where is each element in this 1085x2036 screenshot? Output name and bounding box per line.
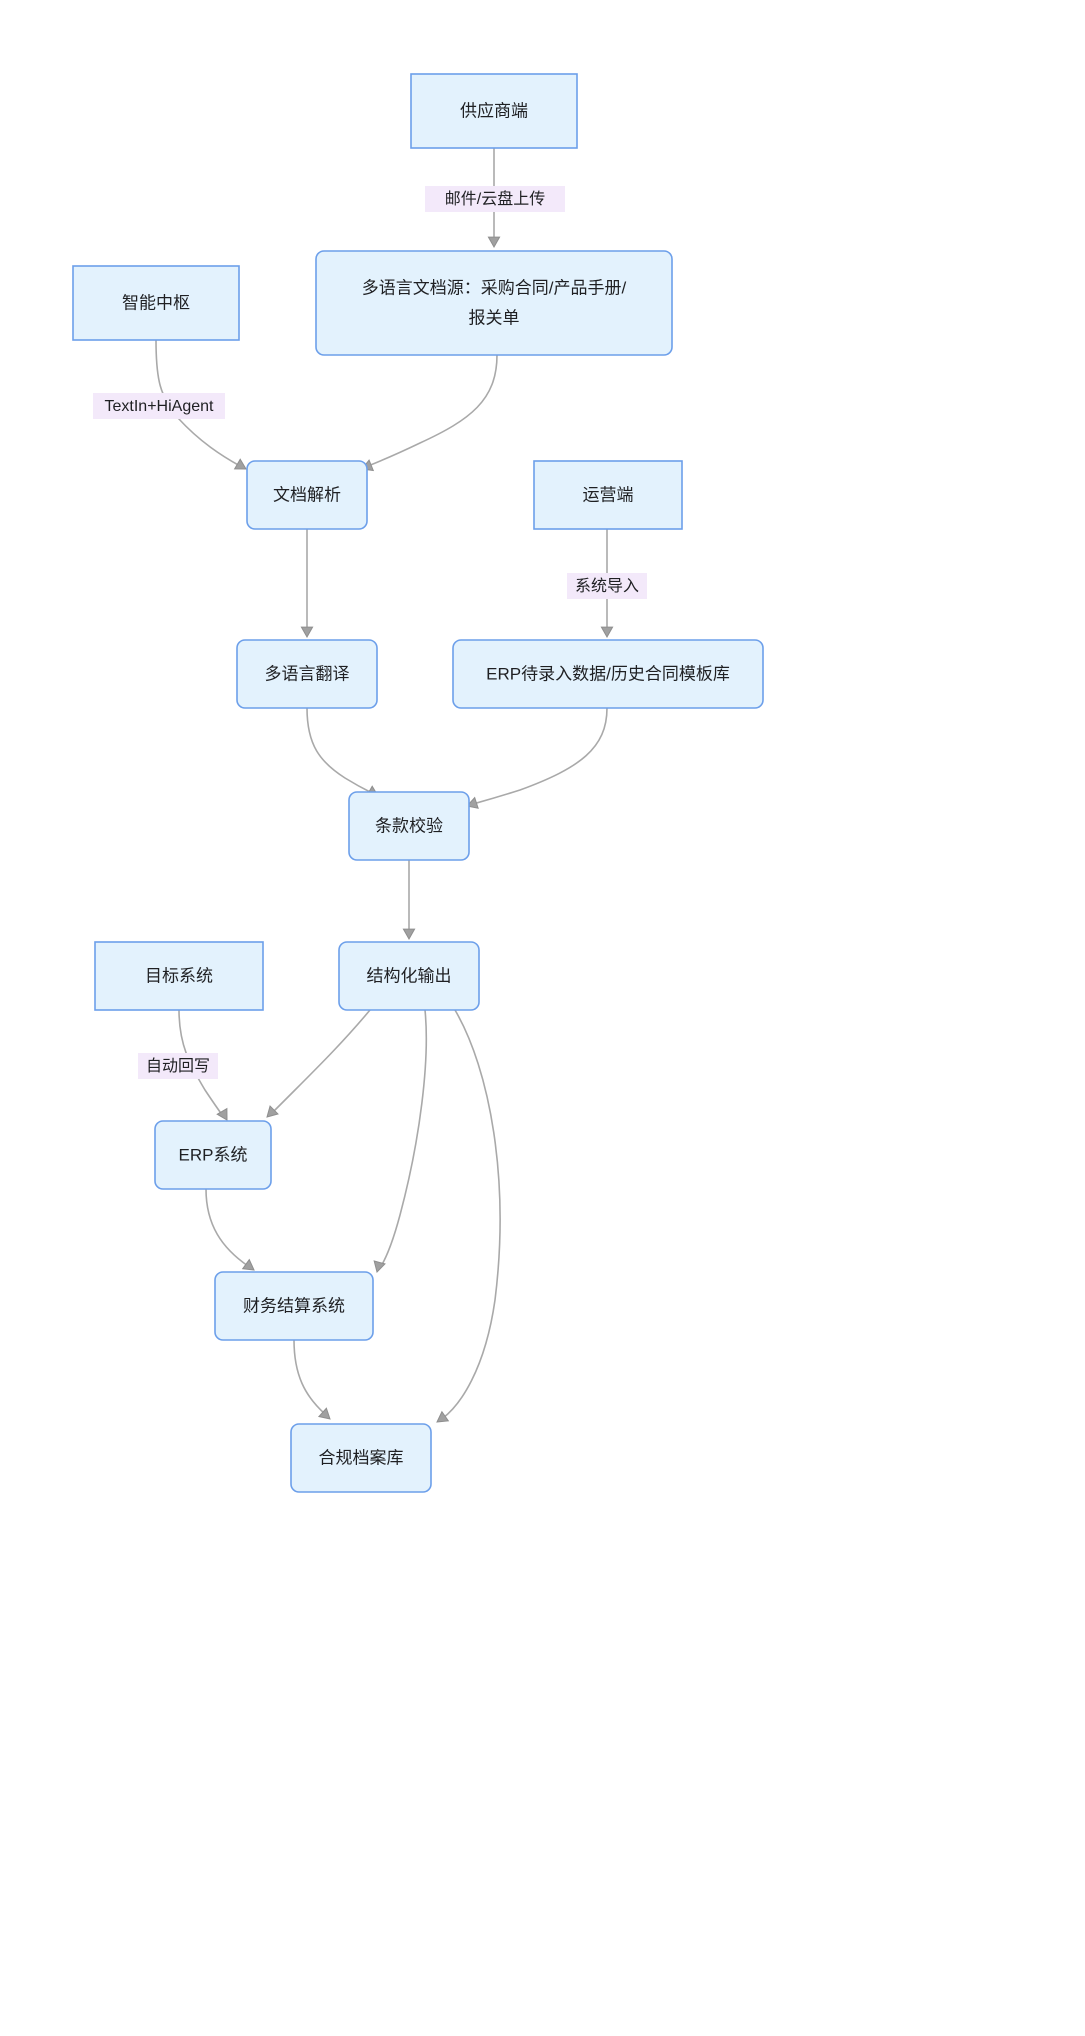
- flow-node-finance[interactable]: 财务结算系统: [214, 1271, 374, 1341]
- flow-edge-clause-structured: [402, 860, 416, 941]
- flow-edge-structured-erpsys: [266, 1009, 371, 1118]
- arrow-head-icon: [216, 1107, 228, 1121]
- node-box: [338, 941, 480, 1011]
- edge-label-lbl-upload: 邮件/云盘上传: [425, 186, 565, 212]
- flow-node-docsource[interactable]: 多语言文档源：采购合同/产品手册/报关单: [315, 250, 673, 356]
- flow-node-clause[interactable]: 条款校验: [348, 791, 470, 861]
- node-label: ERP系统: [179, 1145, 248, 1164]
- flow-node-target[interactable]: 目标系统: [94, 941, 264, 1011]
- flow-edge-erpsys-finance: [205, 1188, 255, 1271]
- flow-node-hub[interactable]: 智能中枢: [72, 265, 240, 341]
- node-label: 供应商端: [460, 101, 528, 120]
- arrow-head-icon: [241, 1258, 255, 1271]
- edge-label-text: 系统导入: [575, 577, 639, 595]
- node-label: 目标系统: [145, 966, 213, 985]
- flow-edge-parse-translate: [300, 529, 314, 639]
- edge-label-text: 自动回写: [146, 1057, 210, 1075]
- edge-line: [379, 1009, 428, 1269]
- flow-edge-structured-finance: [373, 1009, 428, 1273]
- flow-edge-erpdata-clause: [466, 707, 608, 809]
- flow-node-erpdata[interactable]: ERP待录入数据/历史合同模板库: [452, 639, 764, 709]
- edge-line: [472, 707, 608, 805]
- edge-line: [367, 354, 498, 467]
- arrow-head-icon: [373, 1260, 386, 1273]
- node-box: [94, 941, 264, 1011]
- edge-line: [306, 707, 373, 794]
- edge-label-background: [93, 393, 225, 419]
- node-box: [214, 1271, 374, 1341]
- edge-line: [293, 1339, 326, 1415]
- node-label: 多语言文档源：采购合同/产品手册/: [362, 278, 627, 297]
- arrow-head-icon: [436, 1410, 450, 1423]
- node-label: 文档解析: [273, 485, 341, 504]
- node-box: [533, 460, 683, 530]
- flow-node-translate[interactable]: 多语言翻译: [236, 639, 378, 709]
- edge-line: [271, 1009, 371, 1114]
- edge-line: [442, 1009, 501, 1419]
- arrow-head-icon: [300, 626, 314, 639]
- node-label: 结构化输出: [367, 966, 452, 985]
- flow-edge-docsource-parse: [361, 354, 498, 472]
- node-label: 智能中枢: [122, 293, 190, 312]
- flow-node-structured[interactable]: 结构化输出: [338, 941, 480, 1011]
- arrow-head-icon: [233, 458, 247, 470]
- node-box: [452, 639, 764, 709]
- node-label: 合规档案库: [319, 1448, 404, 1467]
- edge-line: [178, 1009, 224, 1117]
- node-box: [290, 1423, 432, 1493]
- flow-node-supplier[interactable]: 供应商端: [410, 73, 578, 149]
- edge-label-lbl-textin: TextIn+HiAgent: [93, 393, 225, 419]
- node-box: [154, 1120, 272, 1190]
- flow-node-archive[interactable]: 合规档案库: [290, 1423, 432, 1493]
- node-box: [236, 639, 378, 709]
- node-box: [348, 791, 470, 861]
- node-label: 多语言翻译: [265, 664, 350, 683]
- node-box: [246, 460, 368, 530]
- arrow-head-icon: [487, 236, 501, 249]
- flow-node-parse[interactable]: 文档解析: [246, 460, 368, 530]
- edge-label-lbl-import: 系统导入: [567, 573, 647, 599]
- edge-label-background: [138, 1053, 218, 1079]
- flow-edge-target-erpsys: [178, 1009, 228, 1121]
- flow-node-erpsys[interactable]: ERP系统: [154, 1120, 272, 1190]
- edge-label-text: TextIn+HiAgent: [105, 398, 215, 415]
- arrow-head-icon: [317, 1407, 331, 1420]
- node-box: [315, 250, 673, 356]
- edge-line: [205, 1188, 249, 1267]
- edge-label-text: 邮件/云盘上传: [445, 189, 545, 208]
- arrow-head-icon: [266, 1105, 279, 1118]
- node-label: 条款校验: [375, 816, 443, 835]
- arrow-head-icon: [600, 626, 614, 639]
- node-label-line2: 报关单: [469, 308, 520, 327]
- flow-node-ops[interactable]: 运营端: [533, 460, 683, 530]
- node-label: 财务结算系统: [243, 1296, 345, 1315]
- arrow-head-icon: [402, 928, 416, 941]
- edge-label-background: [425, 186, 565, 212]
- edge-label-lbl-write: 自动回写: [138, 1053, 218, 1079]
- node-box: [410, 73, 578, 149]
- flow-edge-finance-archive: [293, 1339, 331, 1420]
- edge-label-background: [567, 573, 647, 599]
- flow-edge-translate-clause: [306, 707, 379, 797]
- node-box: [72, 265, 240, 341]
- flow-edge-structured-archive: [436, 1009, 501, 1423]
- node-label: ERP待录入数据/历史合同模板库: [486, 664, 730, 683]
- node-label: 运营端: [583, 485, 634, 504]
